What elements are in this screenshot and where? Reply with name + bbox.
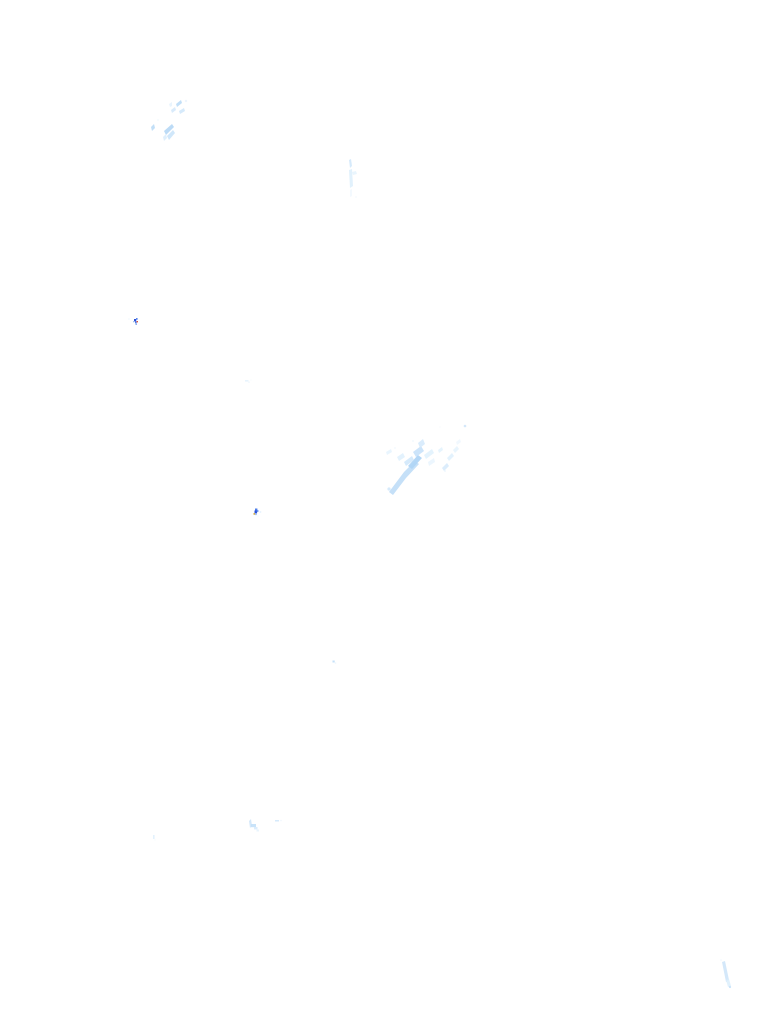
ink-speck-mid-lower xyxy=(332,660,337,664)
ink-speck-left-center xyxy=(245,379,252,383)
ink-speck-bottom-left xyxy=(153,835,156,841)
ink-speck-bottom-center xyxy=(249,819,282,832)
ink-wisp-center-main xyxy=(386,439,435,495)
ink-stroke-bottom-right xyxy=(720,959,732,989)
ink-streak-upper-center xyxy=(349,159,357,198)
ink-speck-cluster-top-left xyxy=(151,99,188,141)
ink-speck-right-scatter xyxy=(438,424,467,472)
ink-dot-center-left xyxy=(253,508,262,517)
ink-dot-left-mid xyxy=(128,318,138,325)
